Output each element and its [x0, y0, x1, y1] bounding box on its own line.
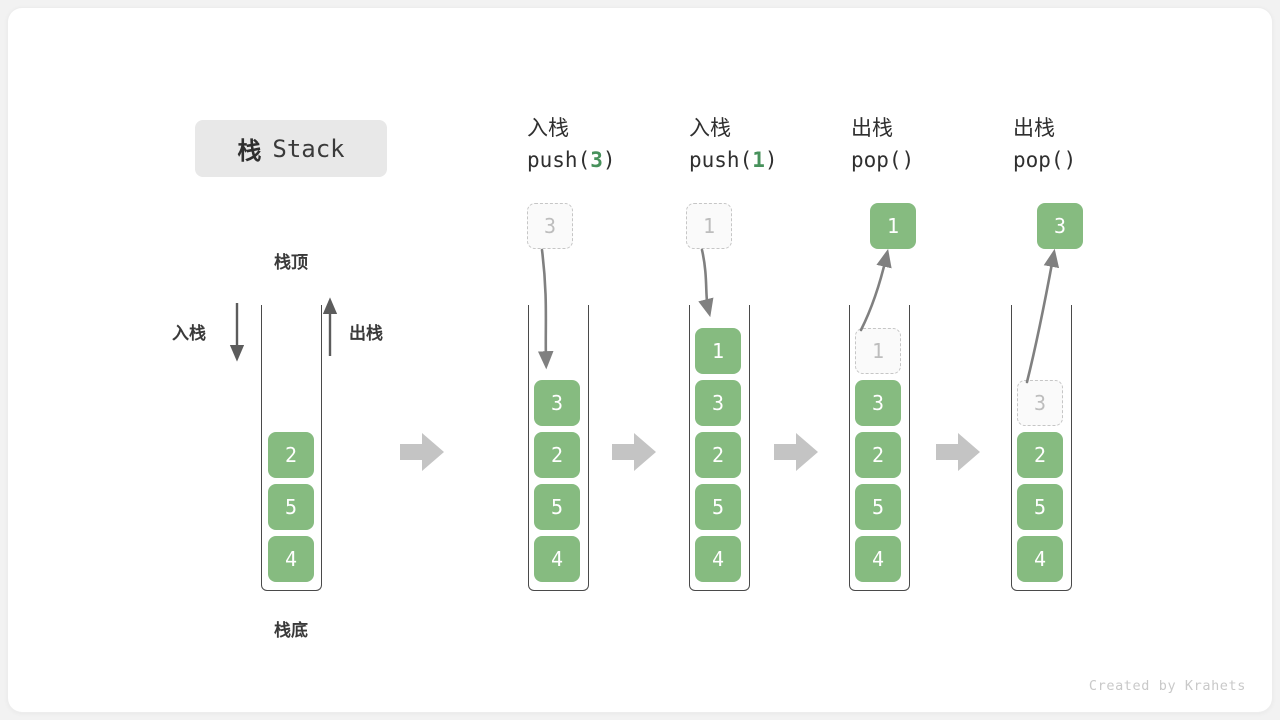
push-call-prefix: push(: [689, 148, 753, 172]
column-header-line1: 出栈: [851, 117, 893, 140]
column-header-line2: pop(): [851, 144, 1021, 176]
column-header-pop-1: 出栈 pop(): [851, 114, 1021, 176]
stack-cell: 4: [1017, 536, 1063, 582]
column-header-line1: 出栈: [1013, 117, 1055, 140]
push-call-arg: 1: [752, 148, 765, 172]
stack-container-push-3: [528, 305, 589, 591]
stack-container-pop-3: [1011, 305, 1072, 591]
column-header-push-3: 入栈 push(3): [527, 114, 697, 176]
step-arrow: [774, 433, 818, 471]
stack-cell: 5: [695, 484, 741, 530]
stack-cell: 1: [695, 328, 741, 374]
column-header-line2: push(3): [527, 144, 697, 176]
diagram-title-latin: Stack: [272, 134, 345, 163]
column-header-pop-3: 出栈 pop(): [1013, 114, 1183, 176]
popped-value-cell: 3: [1037, 203, 1083, 249]
stack-cell: 2: [534, 432, 580, 478]
stack-cell: 2: [268, 432, 314, 478]
stack-cell: 5: [855, 484, 901, 530]
stack-container-pop-1: [849, 305, 910, 591]
stack-cell: 4: [695, 536, 741, 582]
label-stack-top: 栈顶: [274, 253, 308, 272]
diagram-card: 栈 Stack 栈顶 栈底 入栈 出栈 2 5 4 入栈 push(3) 3 3…: [8, 8, 1272, 712]
incoming-ghost-cell: 1: [686, 203, 732, 249]
stack-cell: 5: [1017, 484, 1063, 530]
stack-cell: 2: [855, 432, 901, 478]
push-call-prefix: push(: [527, 148, 591, 172]
pop-call-prefix: pop(: [851, 148, 902, 172]
column-header-line1: 入栈: [689, 117, 731, 140]
pop-call-suffix: ): [1063, 148, 1077, 172]
stack-cell: 3: [534, 380, 580, 426]
label-pop-direction: 出栈: [349, 324, 383, 343]
stack-cell: 4: [268, 536, 314, 582]
diagram-title-chip: 栈 Stack: [195, 120, 387, 177]
push-call-arg: 3: [590, 148, 603, 172]
stack-cell: 2: [1017, 432, 1063, 478]
stack-cell-ghost: 1: [855, 328, 901, 374]
label-stack-bottom: 栈底: [274, 621, 308, 640]
column-header-line1: 入栈: [527, 117, 569, 140]
stack-cell-ghost: 3: [1017, 380, 1063, 426]
stack-cell: 3: [695, 380, 741, 426]
step-arrow: [400, 433, 444, 471]
popped-value-cell: 1: [870, 203, 916, 249]
pop-call-suffix: ): [901, 148, 915, 172]
pop-call-prefix: pop(: [1013, 148, 1064, 172]
column-header-line2: pop(): [1013, 144, 1183, 176]
column-header-push-1: 入栈 push(1): [689, 114, 859, 176]
stack-container-push-1: [689, 305, 750, 591]
stack-cell: 5: [268, 484, 314, 530]
push-call-suffix: ): [764, 148, 778, 172]
stack-cell: 4: [855, 536, 901, 582]
stack-cell: 3: [855, 380, 901, 426]
stack-container-initial: [261, 305, 322, 591]
step-arrow: [936, 433, 980, 471]
stack-cell: 2: [695, 432, 741, 478]
stack-cell: 4: [534, 536, 580, 582]
push-flow-arrow: [698, 248, 714, 318]
step-arrow: [612, 433, 656, 471]
label-push-direction: 入栈: [172, 324, 206, 343]
stack-cell: 5: [534, 484, 580, 530]
push-call-suffix: ): [602, 148, 616, 172]
footer-credit: Created by Krahets: [1088, 678, 1246, 694]
column-header-line2: push(1): [689, 144, 859, 176]
diagram-title-cjk: 栈: [237, 138, 263, 165]
incoming-ghost-cell: 3: [527, 203, 573, 249]
